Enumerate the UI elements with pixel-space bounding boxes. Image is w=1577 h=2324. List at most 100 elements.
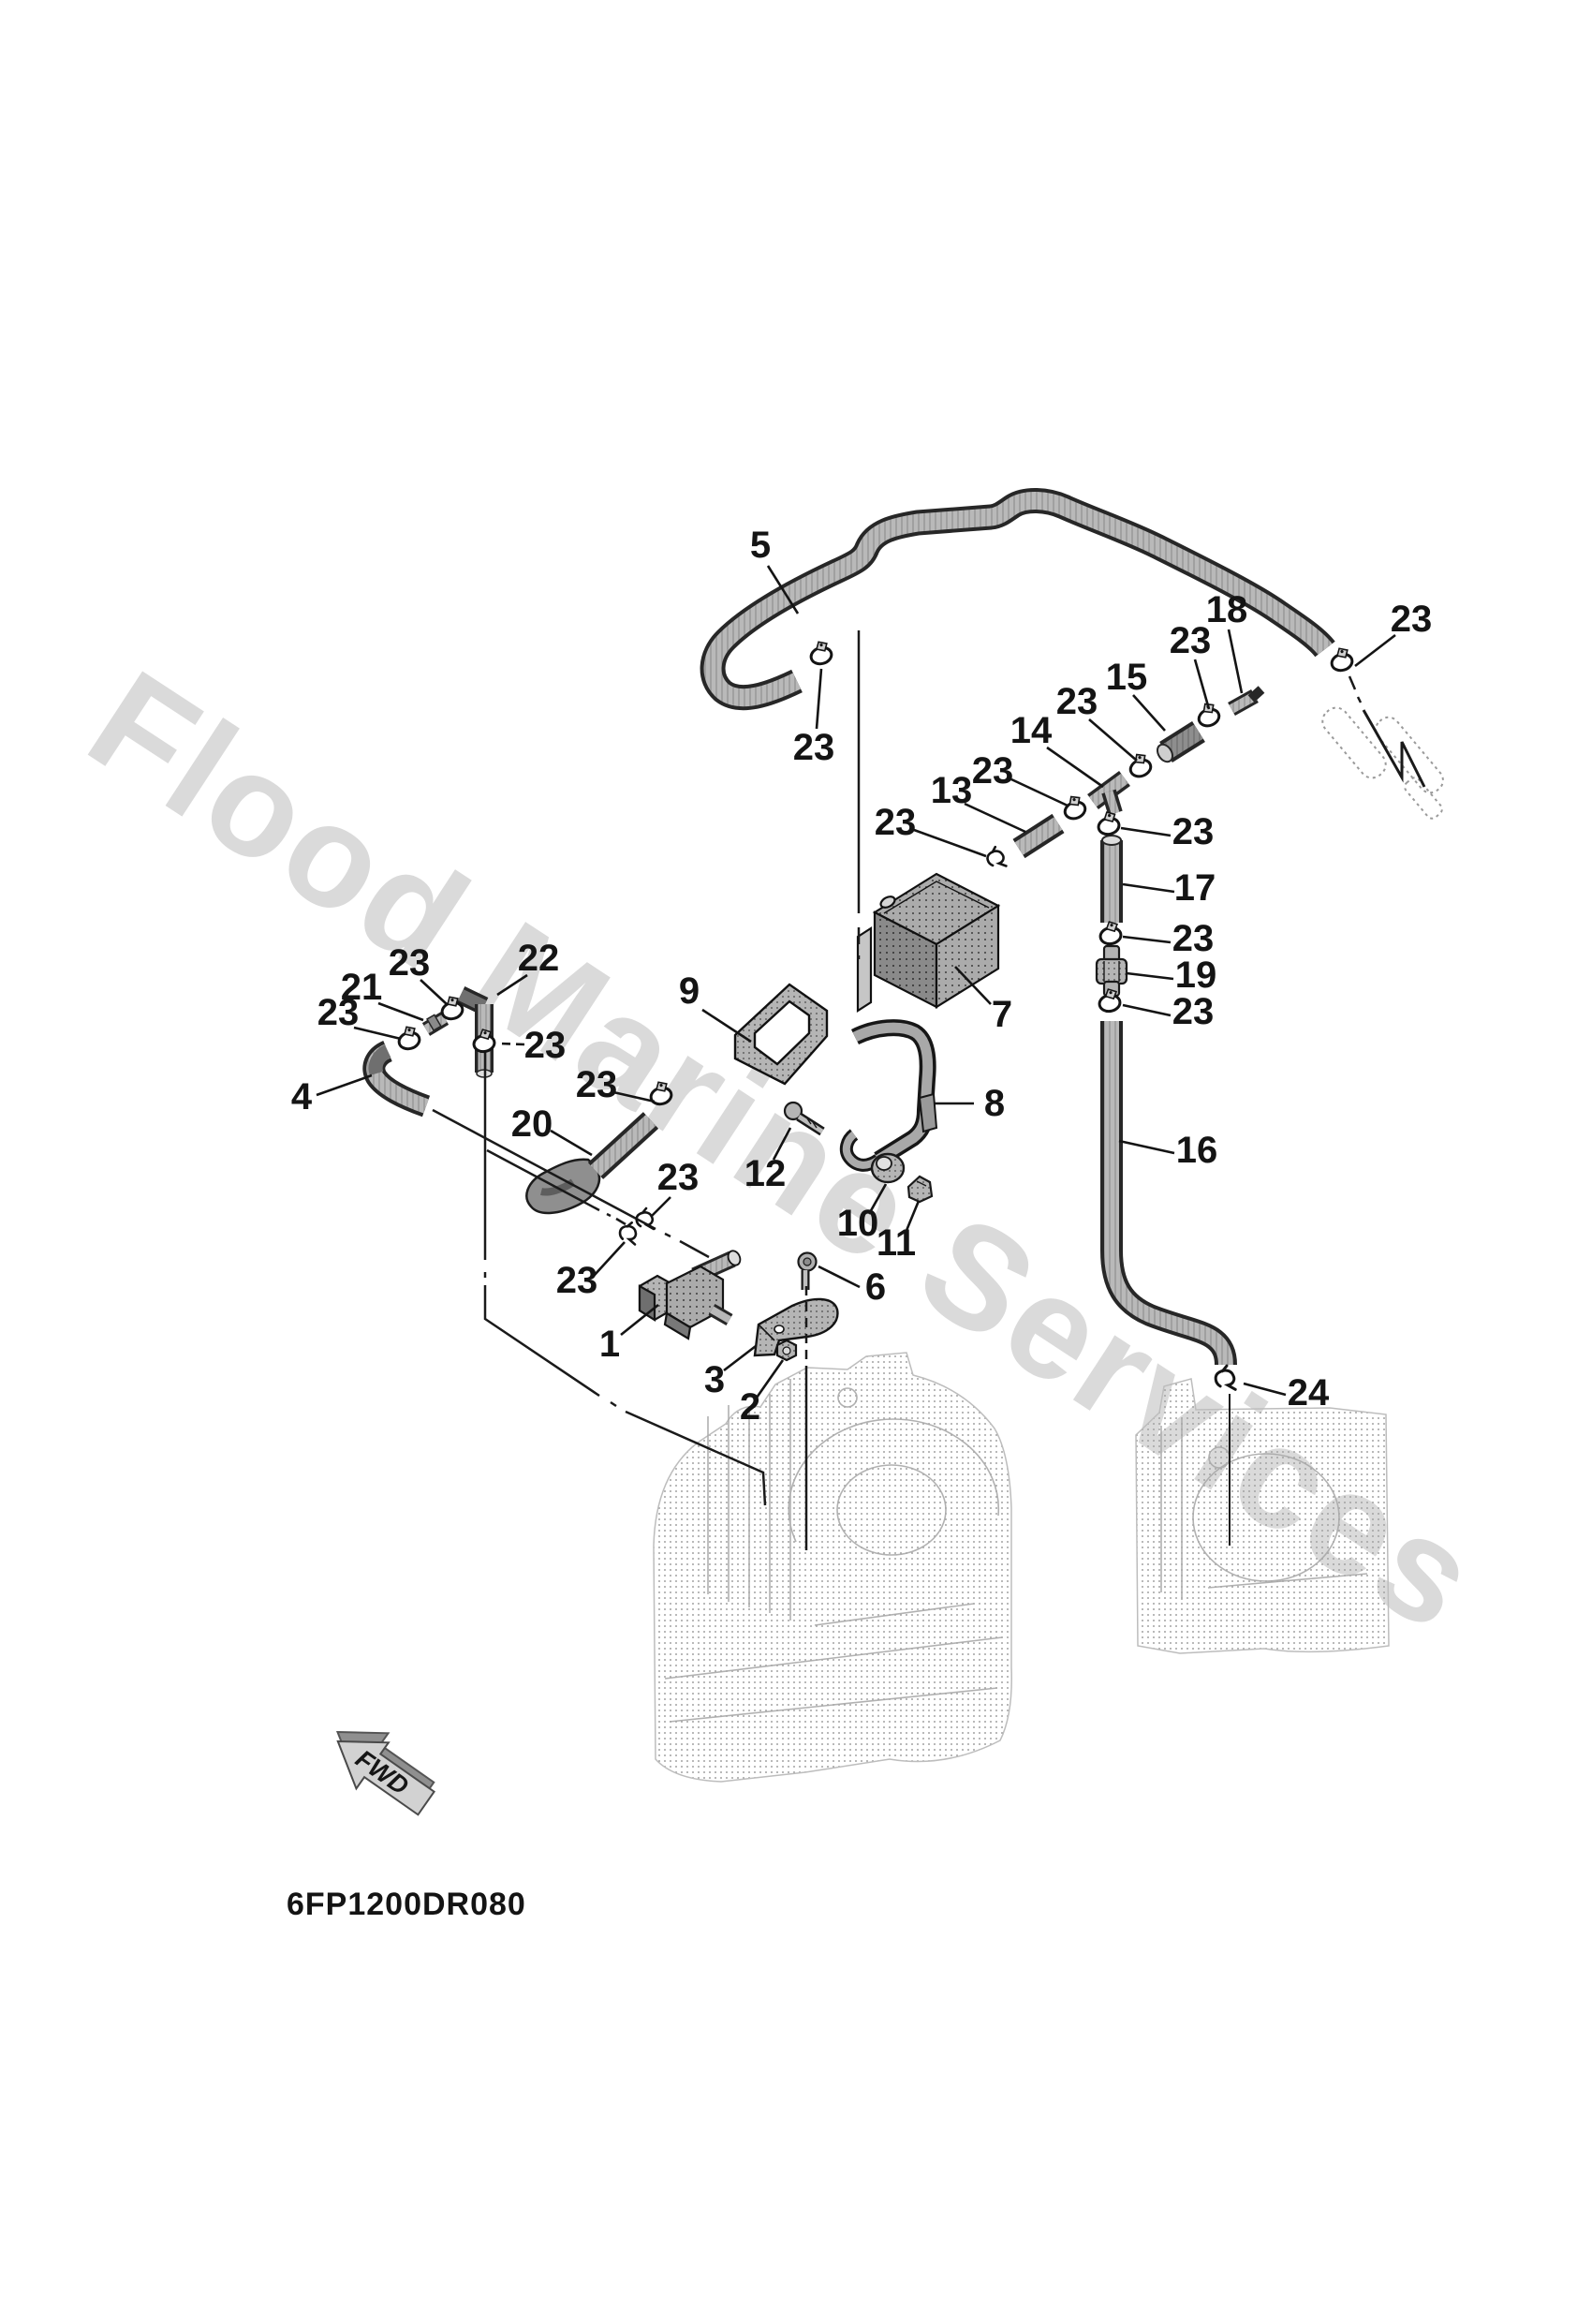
callout-23-31: 23: [317, 992, 360, 1033]
callout-23-32: 23: [524, 1025, 567, 1066]
leader-line-23: [1193, 659, 1211, 710]
callout-7-19: 7: [992, 994, 1012, 1035]
part-4-hose: [362, 1040, 431, 1118]
callout-23-10: 23: [875, 802, 917, 843]
callout-23-30: 23: [389, 942, 431, 984]
callout-9-18: 9: [679, 970, 700, 1012]
leader-line-23: [913, 828, 987, 858]
callout-5-0: 5: [750, 525, 771, 566]
part-21-nipple: [421, 1012, 450, 1036]
leader-line-23: [1122, 935, 1172, 944]
leader-line-17: [1122, 882, 1175, 894]
leader-line-14: [1046, 746, 1104, 789]
part-16-long-hose: [1100, 1021, 1237, 1366]
callout-19-14: 19: [1175, 955, 1217, 996]
hose-end-ghost-connector: [1321, 706, 1444, 820]
drawing-code: 6FP1200DR080: [287, 1887, 526, 1922]
callout-1-25: 1: [599, 1324, 620, 1365]
callout-22-35: 22: [518, 938, 560, 979]
engine-ghost-right: [1135, 1378, 1390, 1654]
callout-8-20: 8: [984, 1083, 1005, 1124]
callout-4-28: 4: [291, 1076, 313, 1118]
part-11-plug: [906, 1175, 934, 1204]
part-1-valve-assembly: [638, 1250, 742, 1340]
leader-line-22: [496, 973, 528, 997]
callout-23-33: 23: [576, 1064, 618, 1105]
part-5-breather-hose: [700, 488, 1335, 711]
engine-ghost-left: [653, 1352, 1012, 1783]
part-12-bolt: [783, 1101, 825, 1136]
callout-6-24: 6: [865, 1266, 886, 1308]
callout-21-29: 21: [341, 967, 383, 1008]
leader-lines: [316, 565, 1396, 1399]
leader-line-23: [1354, 633, 1396, 668]
callout-23-2: 23: [1391, 599, 1433, 640]
leader-line-1: [620, 1303, 659, 1337]
leader-line-5: [766, 565, 800, 614]
leader-line-23: [420, 979, 448, 1005]
part-8-clamp-band: [839, 1019, 938, 1172]
leader-line-23: [1120, 826, 1172, 837]
leader-line-23: [353, 1026, 402, 1041]
leader-line-3: [723, 1344, 757, 1372]
callout-10-22: 10: [837, 1203, 879, 1244]
leader-line-23: [650, 1196, 671, 1218]
callout-23-1: 23: [793, 727, 835, 768]
callout-2-27: 2: [740, 1386, 760, 1428]
part-19-check-valve: [1095, 944, 1128, 998]
callout-23-13: 23: [1172, 918, 1215, 959]
leader-line-23: [1122, 1003, 1172, 1017]
leader-line-20: [550, 1129, 593, 1157]
part-6-bolt: [797, 1251, 818, 1290]
part-10-grommet: [870, 1152, 906, 1184]
part-13-joint: [1012, 813, 1065, 859]
callout-23-36: 23: [657, 1157, 700, 1198]
leader-line-24: [1243, 1382, 1287, 1397]
callout-23-6: 23: [1056, 681, 1098, 722]
callout-23-8: 23: [972, 750, 1014, 792]
leader-line-19: [1126, 971, 1174, 981]
part-7-canister: [856, 872, 1001, 1014]
leader-line-6: [818, 1265, 861, 1289]
callout-15-5: 15: [1106, 657, 1148, 698]
part-17-hose: [1100, 835, 1123, 923]
assembly-axis-lines: [432, 630, 1426, 1550]
leader-line-2: [755, 1359, 785, 1399]
leader-line-23: [612, 1090, 656, 1103]
part-15-elbow-joint: [1156, 720, 1205, 763]
leader-line-21: [377, 1001, 424, 1022]
leader-line-12: [772, 1127, 792, 1161]
callout-24-17: 24: [1288, 1372, 1330, 1414]
callout-14-7: 14: [1010, 710, 1053, 751]
callout-17-12: 17: [1174, 867, 1216, 909]
leader-line-18: [1227, 629, 1244, 694]
part-3-bracket: [753, 1297, 839, 1357]
callout-16-16: 16: [1176, 1130, 1218, 1171]
callout-13-9: 13: [931, 770, 973, 811]
callout-20-34: 20: [511, 1103, 553, 1145]
part-14-joint: [1087, 770, 1130, 816]
leader-line-23: [1010, 777, 1069, 807]
leader-line-13: [964, 802, 1026, 834]
leader-line-16: [1118, 1139, 1175, 1155]
leader-line-23: [1088, 718, 1138, 762]
callout-12-21: 12: [744, 1153, 787, 1194]
leader-line-23: [815, 668, 823, 730]
callout-23-37: 23: [556, 1260, 598, 1301]
callout-23-15: 23: [1172, 991, 1215, 1032]
part-18-joint: [1228, 686, 1265, 716]
fwd-arrow: FWD: [335, 1731, 435, 1816]
callout-11-23: 11: [877, 1222, 916, 1264]
callout-23-11: 23: [1172, 811, 1215, 852]
leader-line-15: [1132, 694, 1166, 732]
callout-18-3: 18: [1206, 589, 1248, 630]
callout-23-4: 23: [1170, 620, 1212, 661]
leader-line-10: [867, 1183, 888, 1215]
leader-line-7: [954, 966, 992, 1005]
part-9-holder-frame: [733, 983, 829, 1086]
leader-line-23: [593, 1241, 626, 1277]
part-2-nut: [775, 1339, 798, 1362]
callout-3-26: 3: [704, 1359, 725, 1400]
